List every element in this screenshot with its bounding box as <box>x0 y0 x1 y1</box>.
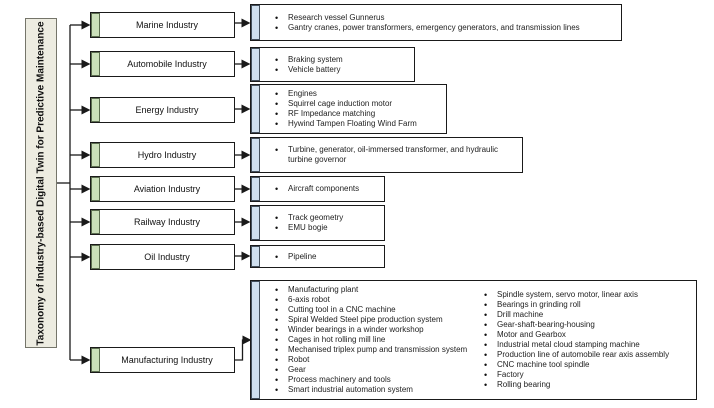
blue-accent-strip <box>251 206 260 240</box>
industry-box-railway: Railway Industry <box>90 209 235 235</box>
bullet-item: Gear-shaft-bearing-housing <box>473 320 694 330</box>
bullet-item: EMU bogie <box>261 223 347 233</box>
green-accent-strip <box>91 177 100 201</box>
detail-box-manufacturing: Manufacturing plant6-axis robotCutting t… <box>250 280 697 400</box>
bullet-item: Spiral Welded Steel pipe production syst… <box>261 315 473 325</box>
bullet-item: 6-axis robot <box>261 295 473 305</box>
bullet-item: Robot <box>261 355 473 365</box>
bullet-item: Gantry cranes, power transformers, emerg… <box>261 23 584 33</box>
industry-box-marine: Marine Industry <box>90 12 235 38</box>
blue-accent-strip <box>251 48 260 81</box>
detail-list-oil: Pipeline <box>261 252 320 262</box>
blue-accent-strip <box>251 281 260 399</box>
bullet-item: Rolling bearing <box>473 380 694 390</box>
detail-box-energy: EnginesSquirrel cage induction motorRF I… <box>250 84 447 134</box>
bullet-item: Cutting tool in a CNC machine <box>261 305 473 315</box>
detail-list-marine: Research vessel GunnerusGantry cranes, p… <box>261 13 584 33</box>
detail-list-manufacturing-col2: Spindle system, servo motor, linear axis… <box>473 290 694 390</box>
detail-arrow-manufacturing <box>235 335 252 361</box>
green-accent-strip <box>91 348 100 372</box>
bullet-item: Manufacturing plant <box>261 285 473 295</box>
bullet-item: Spindle system, servo motor, linear axis <box>473 290 694 300</box>
bullet-item: Vehicle battery <box>261 65 347 75</box>
detail-box-automobile: Braking systemVehicle battery <box>250 47 415 82</box>
bullet-item: Mechanised triplex pump and transmission… <box>261 345 473 355</box>
bullet-item: Winder bearings in a winder workshop <box>261 325 473 335</box>
industry-label: Marine Industry <box>135 20 199 30</box>
industry-label: Manufacturing Industry <box>121 355 213 365</box>
bullet-item: Industrial metal cloud stamping machine <box>473 340 694 350</box>
bullet-item: Smart industrial automation system <box>261 385 473 395</box>
green-accent-strip <box>91 13 100 37</box>
green-accent-strip <box>91 52 100 76</box>
bullet-item: Motor and Gearbox <box>473 330 694 340</box>
detail-box-oil: Pipeline <box>250 245 385 268</box>
bullet-item: Process machinery and tools <box>261 375 473 385</box>
detail-list-automobile: Braking systemVehicle battery <box>261 55 347 75</box>
bullet-item: Cages in hot rolling mill line <box>261 335 473 345</box>
green-accent-strip <box>91 245 100 269</box>
detail-list-hydro: Turbine, generator, oil-immersed transfo… <box>261 145 520 165</box>
detail-box-hydro: Turbine, generator, oil-immersed transfo… <box>250 137 523 173</box>
bullet-item: Research vessel Gunnerus <box>261 13 584 23</box>
root-title: Taxonomy of Industry-based Digital Twin … <box>35 20 47 346</box>
bullet-item: Factory <box>473 370 694 380</box>
industry-box-manufacturing: Manufacturing Industry <box>90 347 235 373</box>
detail-box-marine: Research vessel GunnerusGantry cranes, p… <box>250 4 622 41</box>
bullet-item: Squirrel cage induction motor <box>261 99 421 109</box>
bullet-item: Drill machine <box>473 310 694 320</box>
industry-box-energy: Energy Industry <box>90 97 235 123</box>
bullet-item: Production line of automobile rear axis … <box>473 350 694 360</box>
industry-label: Aviation Industry <box>133 184 201 194</box>
bullet-item: Aircraft components <box>261 184 363 194</box>
bullet-item: Bearings in grinding roll <box>473 300 694 310</box>
detail-box-railway: Track geometryEMU bogie <box>250 205 385 241</box>
bullet-item: Turbine, generator, oil-immersed transfo… <box>261 145 520 165</box>
detail-list-aviation: Aircraft components <box>261 184 363 194</box>
root-node: Taxonomy of Industry-based Digital Twin … <box>25 18 57 348</box>
industry-label: Hydro Industry <box>137 150 197 160</box>
blue-accent-strip <box>251 246 260 267</box>
bullet-item: Pipeline <box>261 252 320 262</box>
detail-list-railway: Track geometryEMU bogie <box>261 213 347 233</box>
green-accent-strip <box>91 143 100 167</box>
bullet-item: CNC machine tool spindle <box>473 360 694 370</box>
industry-label: Oil Industry <box>144 252 190 262</box>
bullet-item: Engines <box>261 89 421 99</box>
bullet-item: Braking system <box>261 55 347 65</box>
industry-label: Automobile Industry <box>127 59 207 69</box>
industry-box-aviation: Aviation Industry <box>90 176 235 202</box>
blue-accent-strip <box>251 85 260 133</box>
blue-accent-strip <box>251 5 260 40</box>
detail-list-energy: EnginesSquirrel cage induction motorRF I… <box>261 89 421 129</box>
green-accent-strip <box>91 98 100 122</box>
industry-label: Energy Industry <box>135 105 199 115</box>
detail-box-aviation: Aircraft components <box>250 176 385 202</box>
detail-list-manufacturing-col1: Manufacturing plant6-axis robotCutting t… <box>261 285 473 395</box>
bullet-item: RF Impedance matching <box>261 109 421 119</box>
industry-box-oil: Oil Industry <box>90 244 235 270</box>
bullet-item: Gear <box>261 365 473 375</box>
bullet-item: Track geometry <box>261 213 347 223</box>
blue-accent-strip <box>251 177 260 201</box>
bullet-item: Hywind Tampen Floating Wind Farm <box>261 119 421 129</box>
blue-accent-strip <box>251 138 260 172</box>
green-accent-strip <box>91 210 100 234</box>
industry-label: Railway Industry <box>133 217 201 227</box>
industry-box-hydro: Hydro Industry <box>90 142 235 168</box>
industry-box-automobile: Automobile Industry <box>90 51 235 77</box>
